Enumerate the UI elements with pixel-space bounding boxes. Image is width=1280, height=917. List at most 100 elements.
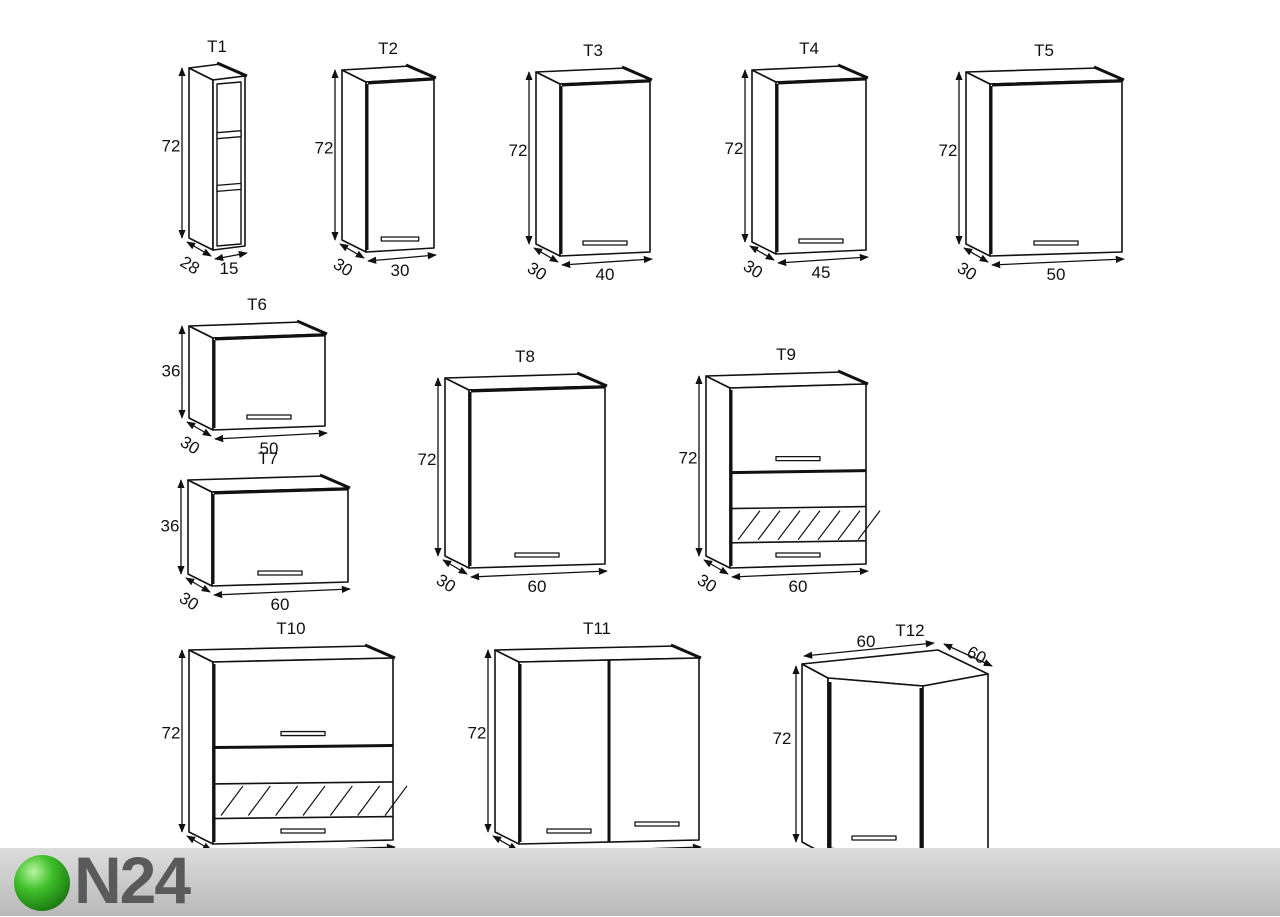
cabinet-t3: 72 30 40 T3 [509,41,653,284]
width-label: 60 [528,577,547,596]
footer-bar [0,848,1280,916]
width-dimension-line [991,255,1125,269]
cabinet-front [989,79,1123,257]
glass-hatch [302,785,326,816]
door-edge [777,77,867,85]
depth-label: 30 [954,258,980,284]
cabinet-side [535,71,561,257]
door-edge [561,79,651,87]
top-edge [364,643,396,660]
depth-dimension-line [943,643,993,667]
width-label: 30 [391,261,410,280]
depth-label: 30 [694,570,720,596]
glass-hatch [357,785,381,816]
flap-divider [729,469,867,475]
cabinet-title: T12 [895,621,924,640]
width-dimension-line [367,252,437,264]
cabinet-front [365,77,435,253]
cabinet-side [751,69,777,255]
cabinet-front-right [922,673,989,859]
width-label: 45 [812,263,831,282]
top-edge [670,643,702,660]
cabinet-front-left [827,677,924,859]
glass-bottom [729,540,867,544]
handle-icon [380,236,420,242]
height-label: 72 [509,141,528,160]
depth-dimension-line [339,243,365,259]
glass-hatch [329,785,353,816]
handle-icon [634,821,680,827]
depth-dimension-line [186,241,212,257]
glass-hatch [247,785,271,816]
height-label: 36 [162,362,181,381]
depth-label: 30 [177,432,203,458]
top-edge [837,369,869,386]
width-label: 50 [1047,265,1066,284]
shelf [216,182,242,193]
door-edge [991,79,1123,87]
depth-dimension-line [533,247,559,263]
width-dimension-line [214,250,248,262]
logo-text: N24 [74,843,191,917]
top-edge [1093,65,1125,82]
cabinet-side [705,375,731,569]
cabinet-title: T11 [583,619,611,638]
door-edge [367,77,435,85]
top-edge [216,61,248,78]
handle-icon [775,552,821,558]
cabinet-side [188,67,214,251]
height-label: 72 [679,449,698,468]
cabinet-title: T9 [776,345,796,364]
top-edge [837,63,869,80]
depth-dimension-line [442,559,468,575]
width-label: 60 [271,595,290,614]
cabinet-front [559,79,651,257]
cabinet-side [341,69,367,253]
width-label: 40 [596,265,615,284]
height-label: 72 [418,450,437,469]
cabinet-title: T3 [583,41,603,60]
handle-icon [246,414,292,420]
height-label: 72 [773,729,792,748]
height-label: 72 [162,136,181,155]
cabinet-side [188,325,214,431]
top-edge [576,371,608,388]
top-edge [405,63,437,80]
cabinet-title: T4 [799,39,819,58]
depth-dimension-line [749,245,775,261]
width-label: 15 [220,259,239,278]
handle-icon [280,828,326,834]
depth-label: 30 [176,588,202,614]
cabinet-title: T10 [276,619,305,638]
open-shelf-frame [216,81,242,247]
glass-bottom [212,815,394,820]
cabinet-t9: 72 30 60 T9 [679,345,881,596]
cabinet-title: T5 [1034,41,1054,60]
handle-icon [280,730,326,737]
width-label: 60 [789,577,808,596]
cabinet-title: T6 [247,295,267,314]
handle-icon [775,455,821,462]
width-label: 50 [260,439,279,458]
cabinet-side [965,71,991,257]
glass-hatch [275,785,299,816]
depth-dimension-line [492,835,518,851]
depth-label: 30 [524,258,550,284]
depth-dimension-line [185,577,211,593]
height-label: 72 [939,141,958,160]
shelf-line [729,505,867,510]
cabinet-side [187,479,213,587]
cabinet-side [801,663,829,857]
cabinet-side [444,377,470,569]
cabinet-side [494,649,520,845]
cabinet-side [188,649,214,845]
depth-dimension-line [186,835,212,851]
width-dimension-line [470,567,608,581]
width-dimension-line [777,253,869,267]
handle-icon [1033,240,1079,246]
width-label: 60 [857,632,876,651]
